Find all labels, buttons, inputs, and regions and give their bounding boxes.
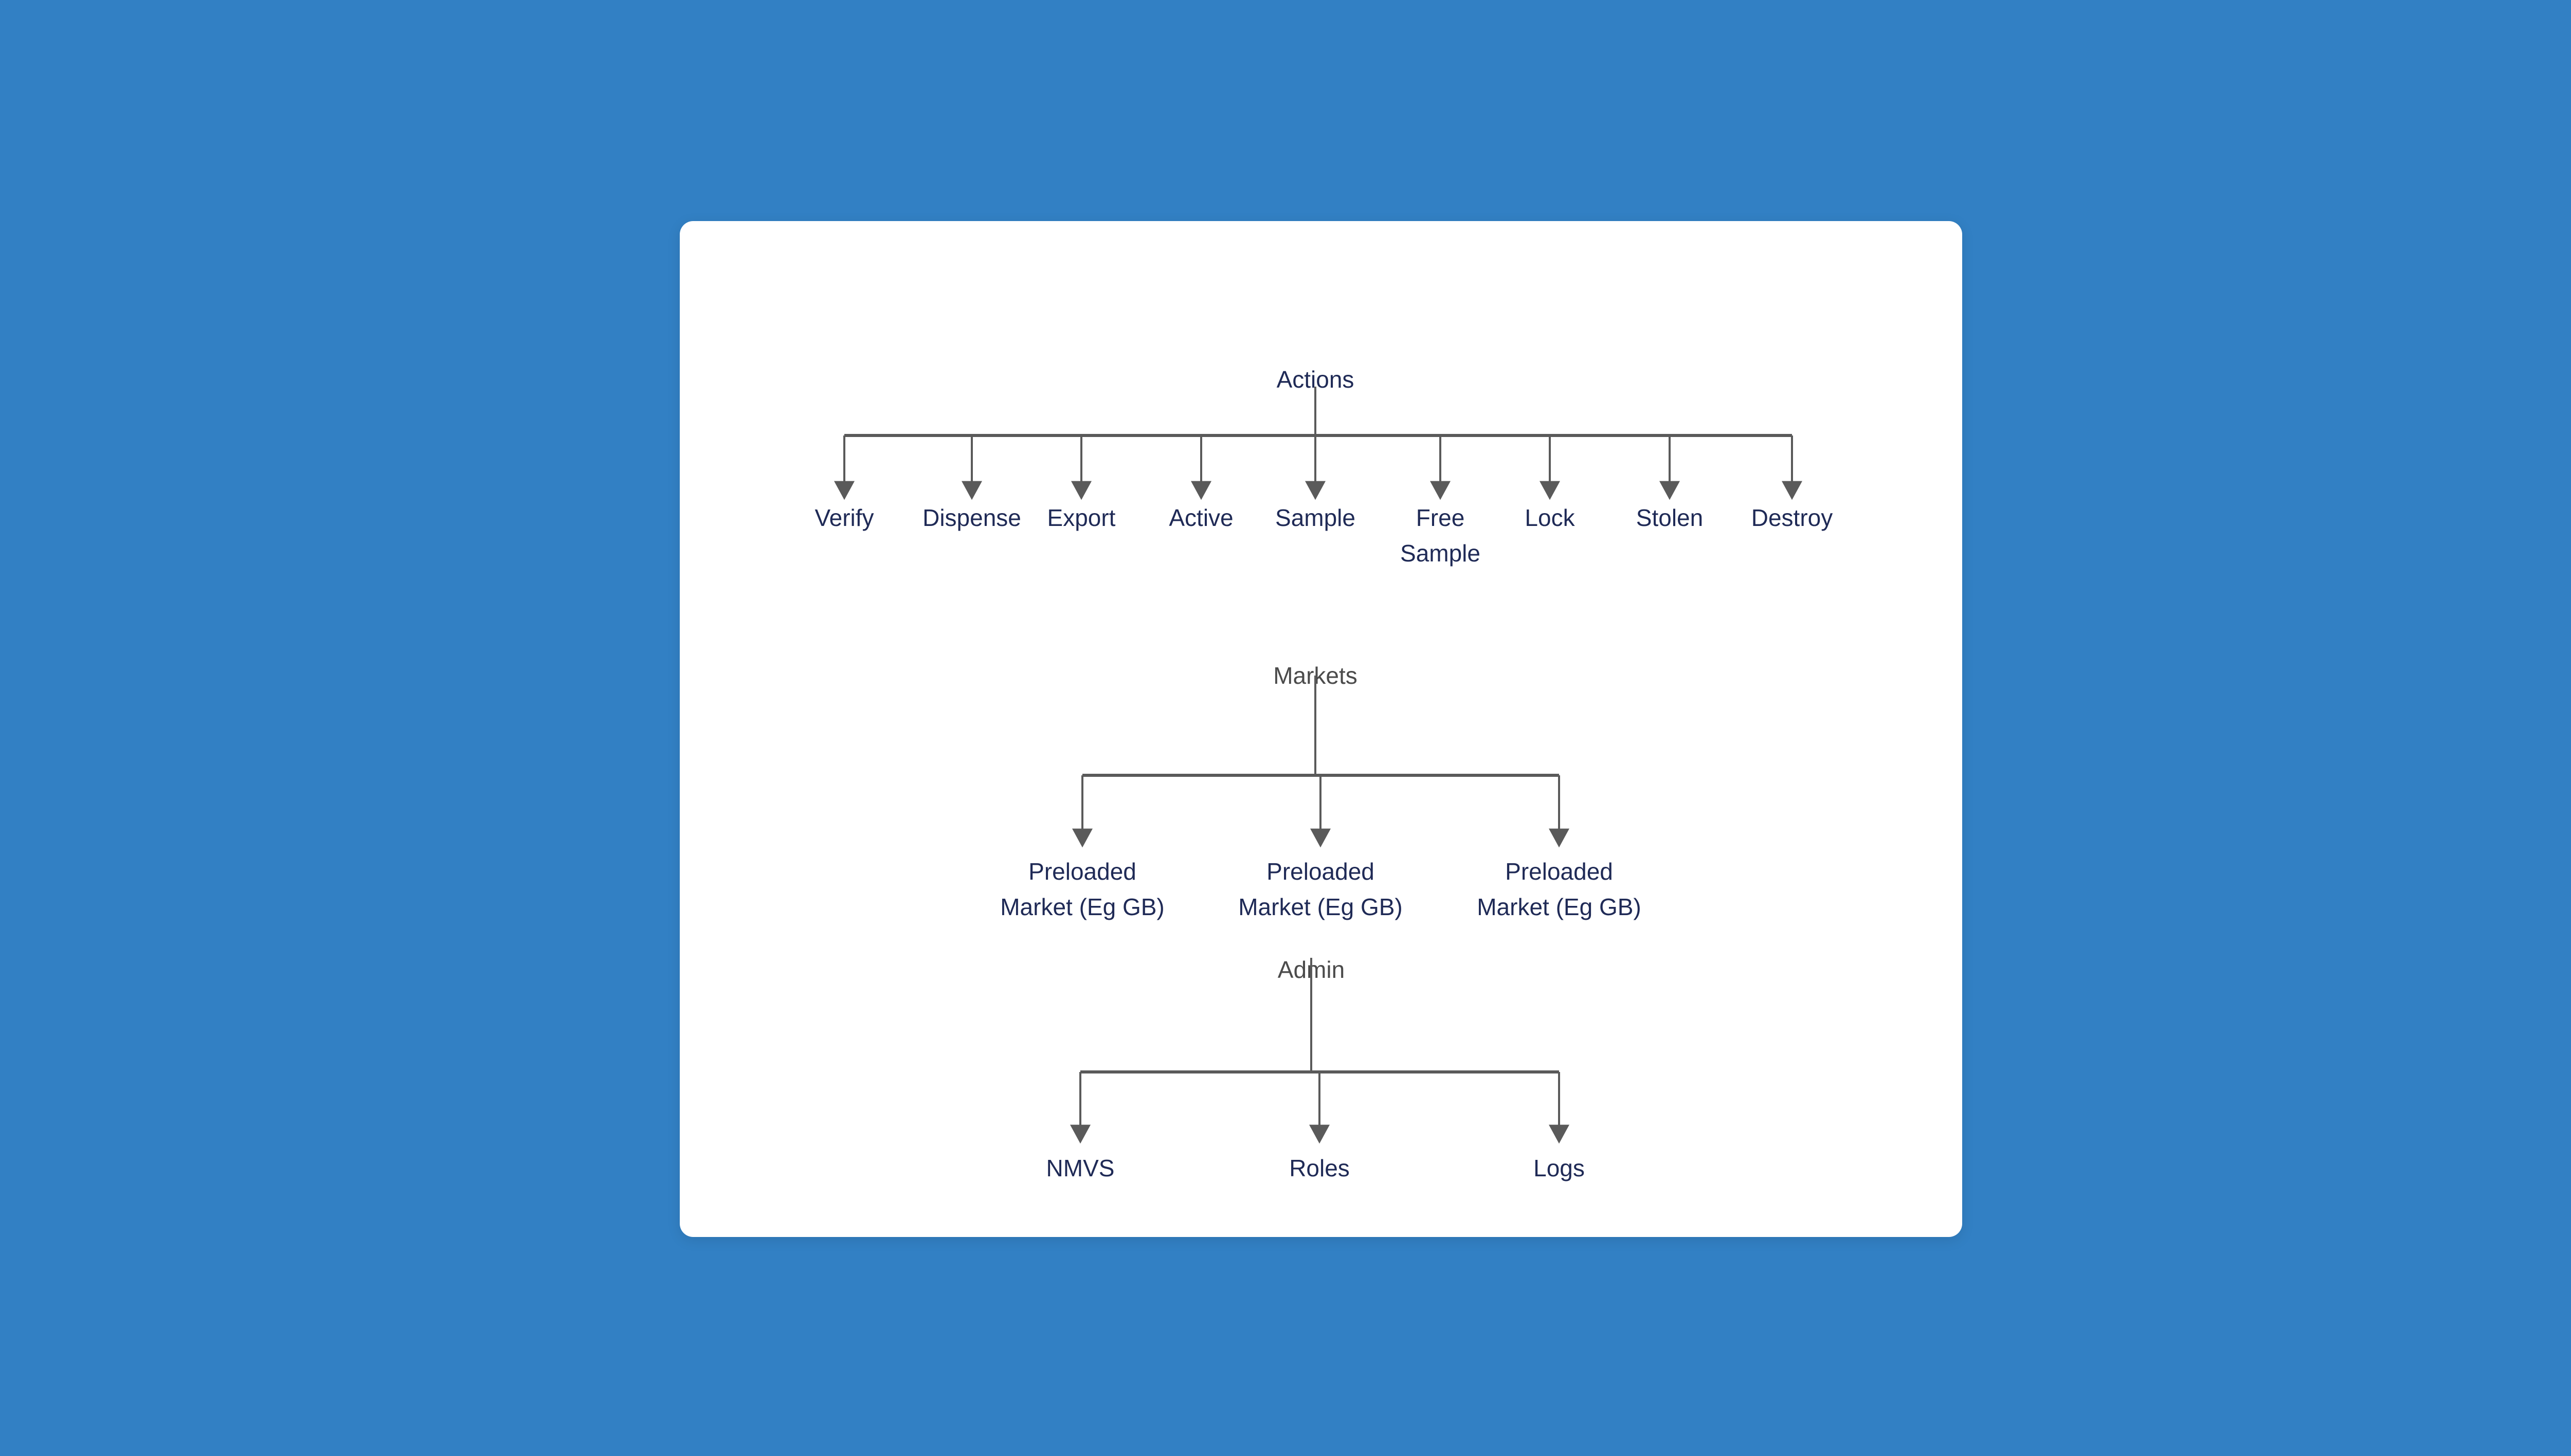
node-action-lock[interactable]: Lock [1525, 504, 1575, 531]
tree-actions: Actions Verify Dispense Export [814, 366, 1833, 567]
node-admin-roles[interactable]: Roles [1289, 1155, 1350, 1181]
tree-markets: Markets Preloaded Market (Eg GB) Preload… [1000, 662, 1641, 920]
node-market-2-line2[interactable]: Market (Eg GB) [1238, 894, 1403, 920]
org-tree-diagram: Actions Verify Dispense Export [814, 366, 1833, 1181]
node-admin-logs[interactable]: Logs [1533, 1155, 1585, 1181]
node-action-free-sample-line1[interactable]: Free [1416, 504, 1465, 531]
node-action-export[interactable]: Export [1047, 504, 1116, 531]
node-admin-nmvs[interactable]: NMVS [1046, 1155, 1115, 1181]
node-action-sample[interactable]: Sample [1275, 504, 1355, 531]
node-action-active[interactable]: Active [1169, 504, 1233, 531]
node-action-destroy[interactable]: Destroy [1751, 504, 1833, 531]
node-market-3-line1[interactable]: Preloaded [1505, 858, 1613, 885]
tree-admin: Admin NMVS Roles Logs [1046, 956, 1585, 1181]
node-market-1-line1[interactable]: Preloaded [1028, 858, 1136, 885]
node-action-free-sample-line2[interactable]: Sample [1400, 540, 1480, 567]
diagram-card: Actions Verify Dispense Export [680, 221, 1962, 1237]
node-action-stolen[interactable]: Stolen [1636, 504, 1703, 531]
node-market-1-line2[interactable]: Market (Eg GB) [1000, 894, 1165, 920]
node-market-3-line2[interactable]: Market (Eg GB) [1477, 894, 1641, 920]
node-action-dispense[interactable]: Dispense [922, 504, 1021, 531]
node-market-2-line1[interactable]: Preloaded [1266, 858, 1374, 885]
node-action-verify[interactable]: Verify [814, 504, 874, 531]
